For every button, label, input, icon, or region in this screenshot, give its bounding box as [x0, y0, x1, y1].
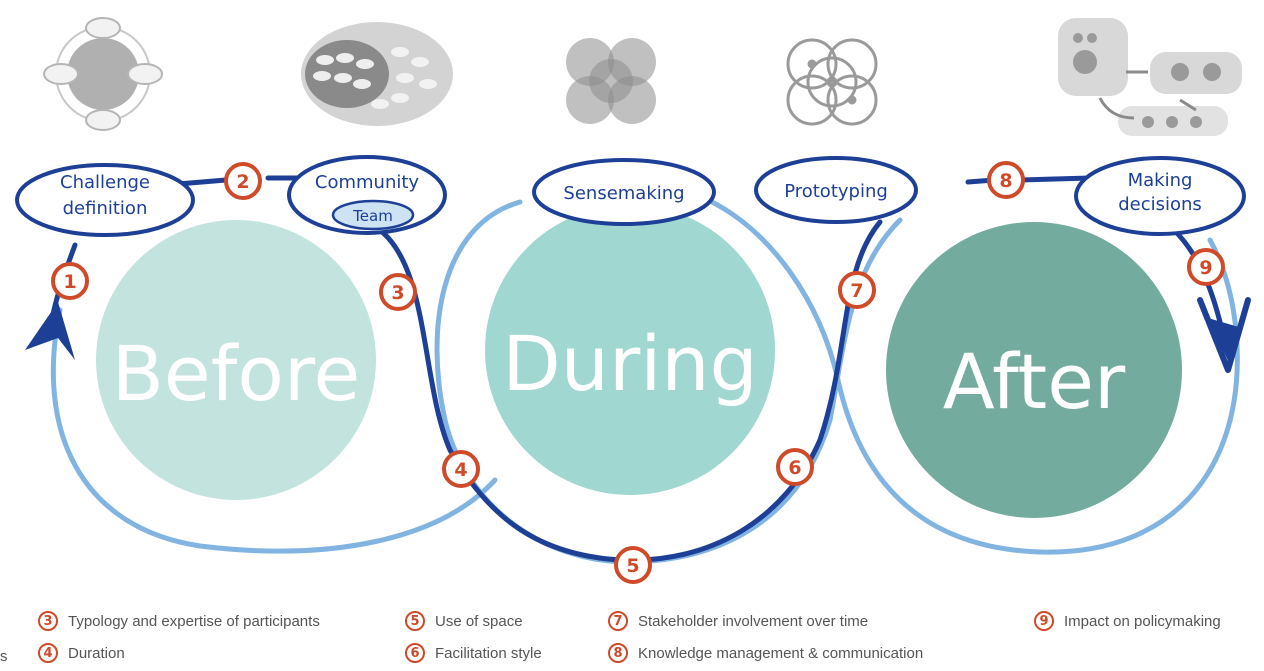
community-team-icon	[301, 22, 453, 126]
legend-item-5: 5 Use of space	[405, 611, 523, 631]
arrow-head-left	[25, 302, 75, 360]
svg-text:Team: Team	[352, 207, 393, 225]
svg-text:definition: definition	[63, 198, 148, 219]
marker-4: 4	[442, 450, 480, 488]
legend-item-9: 9 Impact on policymaking	[1034, 611, 1221, 631]
svg-text:decisions: decisions	[1118, 194, 1202, 215]
label-challenge-definition: Challenge definition	[15, 163, 195, 237]
marker-9: 9	[1187, 248, 1225, 286]
decision-network-icon	[1058, 18, 1242, 136]
cycle-icon	[43, 17, 163, 131]
svg-text:6: 6	[788, 457, 801, 479]
marker-8: 8	[987, 161, 1025, 199]
marker-7: 7	[838, 271, 876, 309]
svg-text:4: 4	[454, 459, 467, 481]
marker-2: 2	[224, 162, 262, 200]
legend-item-6: 6 Facilitation style	[405, 643, 542, 663]
legend-item-7: 7 Stakeholder involvement over time	[608, 611, 868, 631]
stage-after-label: After	[943, 337, 1126, 426]
marker-1: 1	[51, 262, 89, 300]
stage-before-label: Before	[112, 329, 360, 418]
svg-text:8: 8	[999, 170, 1012, 192]
label-sensemaking: Sensemaking	[532, 158, 716, 226]
svg-text:1: 1	[63, 271, 76, 293]
prototyping-icon	[786, 38, 878, 126]
marker-5: 5	[614, 546, 652, 584]
svg-text:Making: Making	[1128, 170, 1193, 191]
svg-text:Challenge: Challenge	[60, 172, 150, 193]
stage-after-circle	[886, 222, 1182, 518]
svg-text:Sensemaking: Sensemaking	[563, 183, 684, 204]
label-community-team: Community Team	[287, 155, 447, 235]
label-making-decisions: Making decisions	[1074, 156, 1246, 236]
marker-3: 3	[379, 273, 417, 311]
svg-text:Prototyping: Prototyping	[784, 181, 888, 202]
svg-text:7: 7	[850, 280, 863, 302]
legend-item-3: 3 Typology and expertise of participants	[38, 611, 320, 631]
stage-during-circle	[485, 205, 775, 495]
sensemaking-icon	[566, 38, 656, 124]
label-prototyping: Prototyping	[754, 156, 918, 224]
legend-item-4: 4 Duration	[38, 643, 125, 663]
truncated-legend-text: s	[0, 648, 8, 665]
svg-text:2: 2	[236, 171, 249, 193]
svg-text:9: 9	[1199, 257, 1212, 279]
svg-text:Community: Community	[315, 172, 420, 193]
stage-during-label: During	[502, 319, 757, 408]
stage-before-circle	[96, 220, 376, 500]
legend-item-8: 8 Knowledge management & communication	[608, 643, 923, 663]
marker-6: 6	[776, 448, 814, 486]
svg-text:5: 5	[626, 555, 639, 577]
svg-text:3: 3	[391, 282, 404, 304]
